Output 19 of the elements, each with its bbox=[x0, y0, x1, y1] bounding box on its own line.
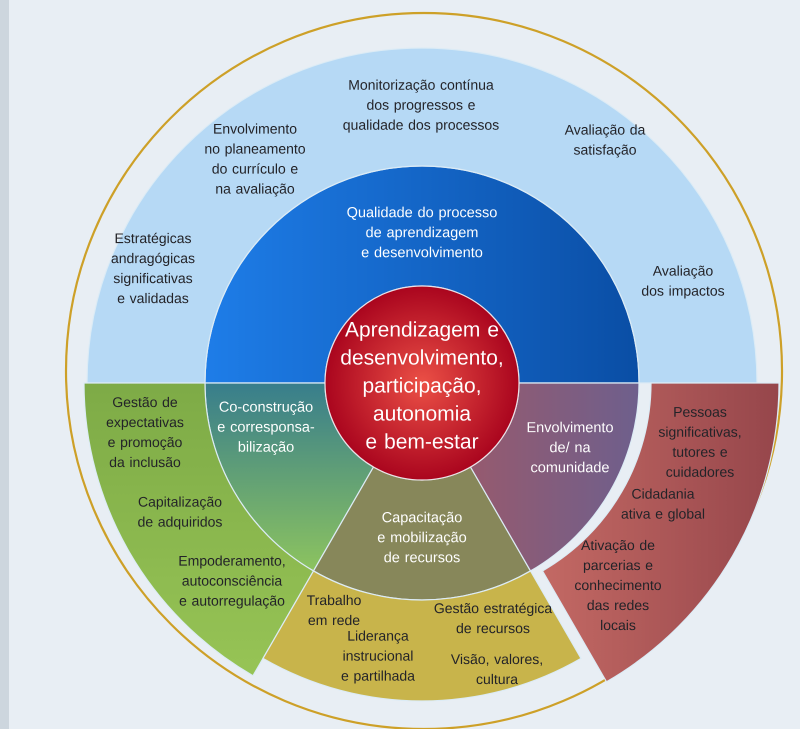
sector-text: Cidadania ativa e global bbox=[622, 488, 704, 522]
sector-text: Liderança instrucional e partilhada bbox=[342, 630, 415, 684]
sector-text: Capacitação e mobilização de recursos bbox=[378, 512, 466, 562]
sector-text: Capitalização de adquiridos bbox=[138, 496, 222, 530]
sector-text: Pessoas significativas, tutores e cuidadores bbox=[658, 407, 740, 477]
sector-text: Empoderamento, autoconsciência e autorregulação bbox=[179, 555, 284, 609]
sector-text: Estratégicas andragógicas significativas e validadas bbox=[112, 232, 194, 304]
sector-text: Visão, valores, cultura bbox=[450, 654, 542, 684]
sector-text: Qualidade do processo de aprendizagem e desenvolvimento bbox=[347, 206, 497, 258]
sector-text: Ativação de parcerias e conhecimento das redes locais bbox=[575, 540, 661, 630]
sector-text: Trabalho em rede bbox=[306, 594, 361, 626]
sector-text: Envolvimento de/ na comunidade bbox=[528, 422, 613, 472]
sector-text: Envolvimento no planeamento do currículo e na avaliação bbox=[205, 123, 305, 197]
sector-text: Gestão de expectativas e promoção da inclusão bbox=[106, 396, 184, 468]
sector-text: Gestão estratégica de recursos bbox=[434, 602, 552, 634]
sector-text: Co-construção e corresponsa- bilização bbox=[218, 401, 314, 455]
sector-text: Avaliação dos impactos bbox=[642, 265, 724, 299]
sector-text: Monitorização contínua dos progressos e qualidade dos processos bbox=[343, 79, 499, 133]
sector-text: Avaliação da satisfação bbox=[564, 124, 646, 158]
